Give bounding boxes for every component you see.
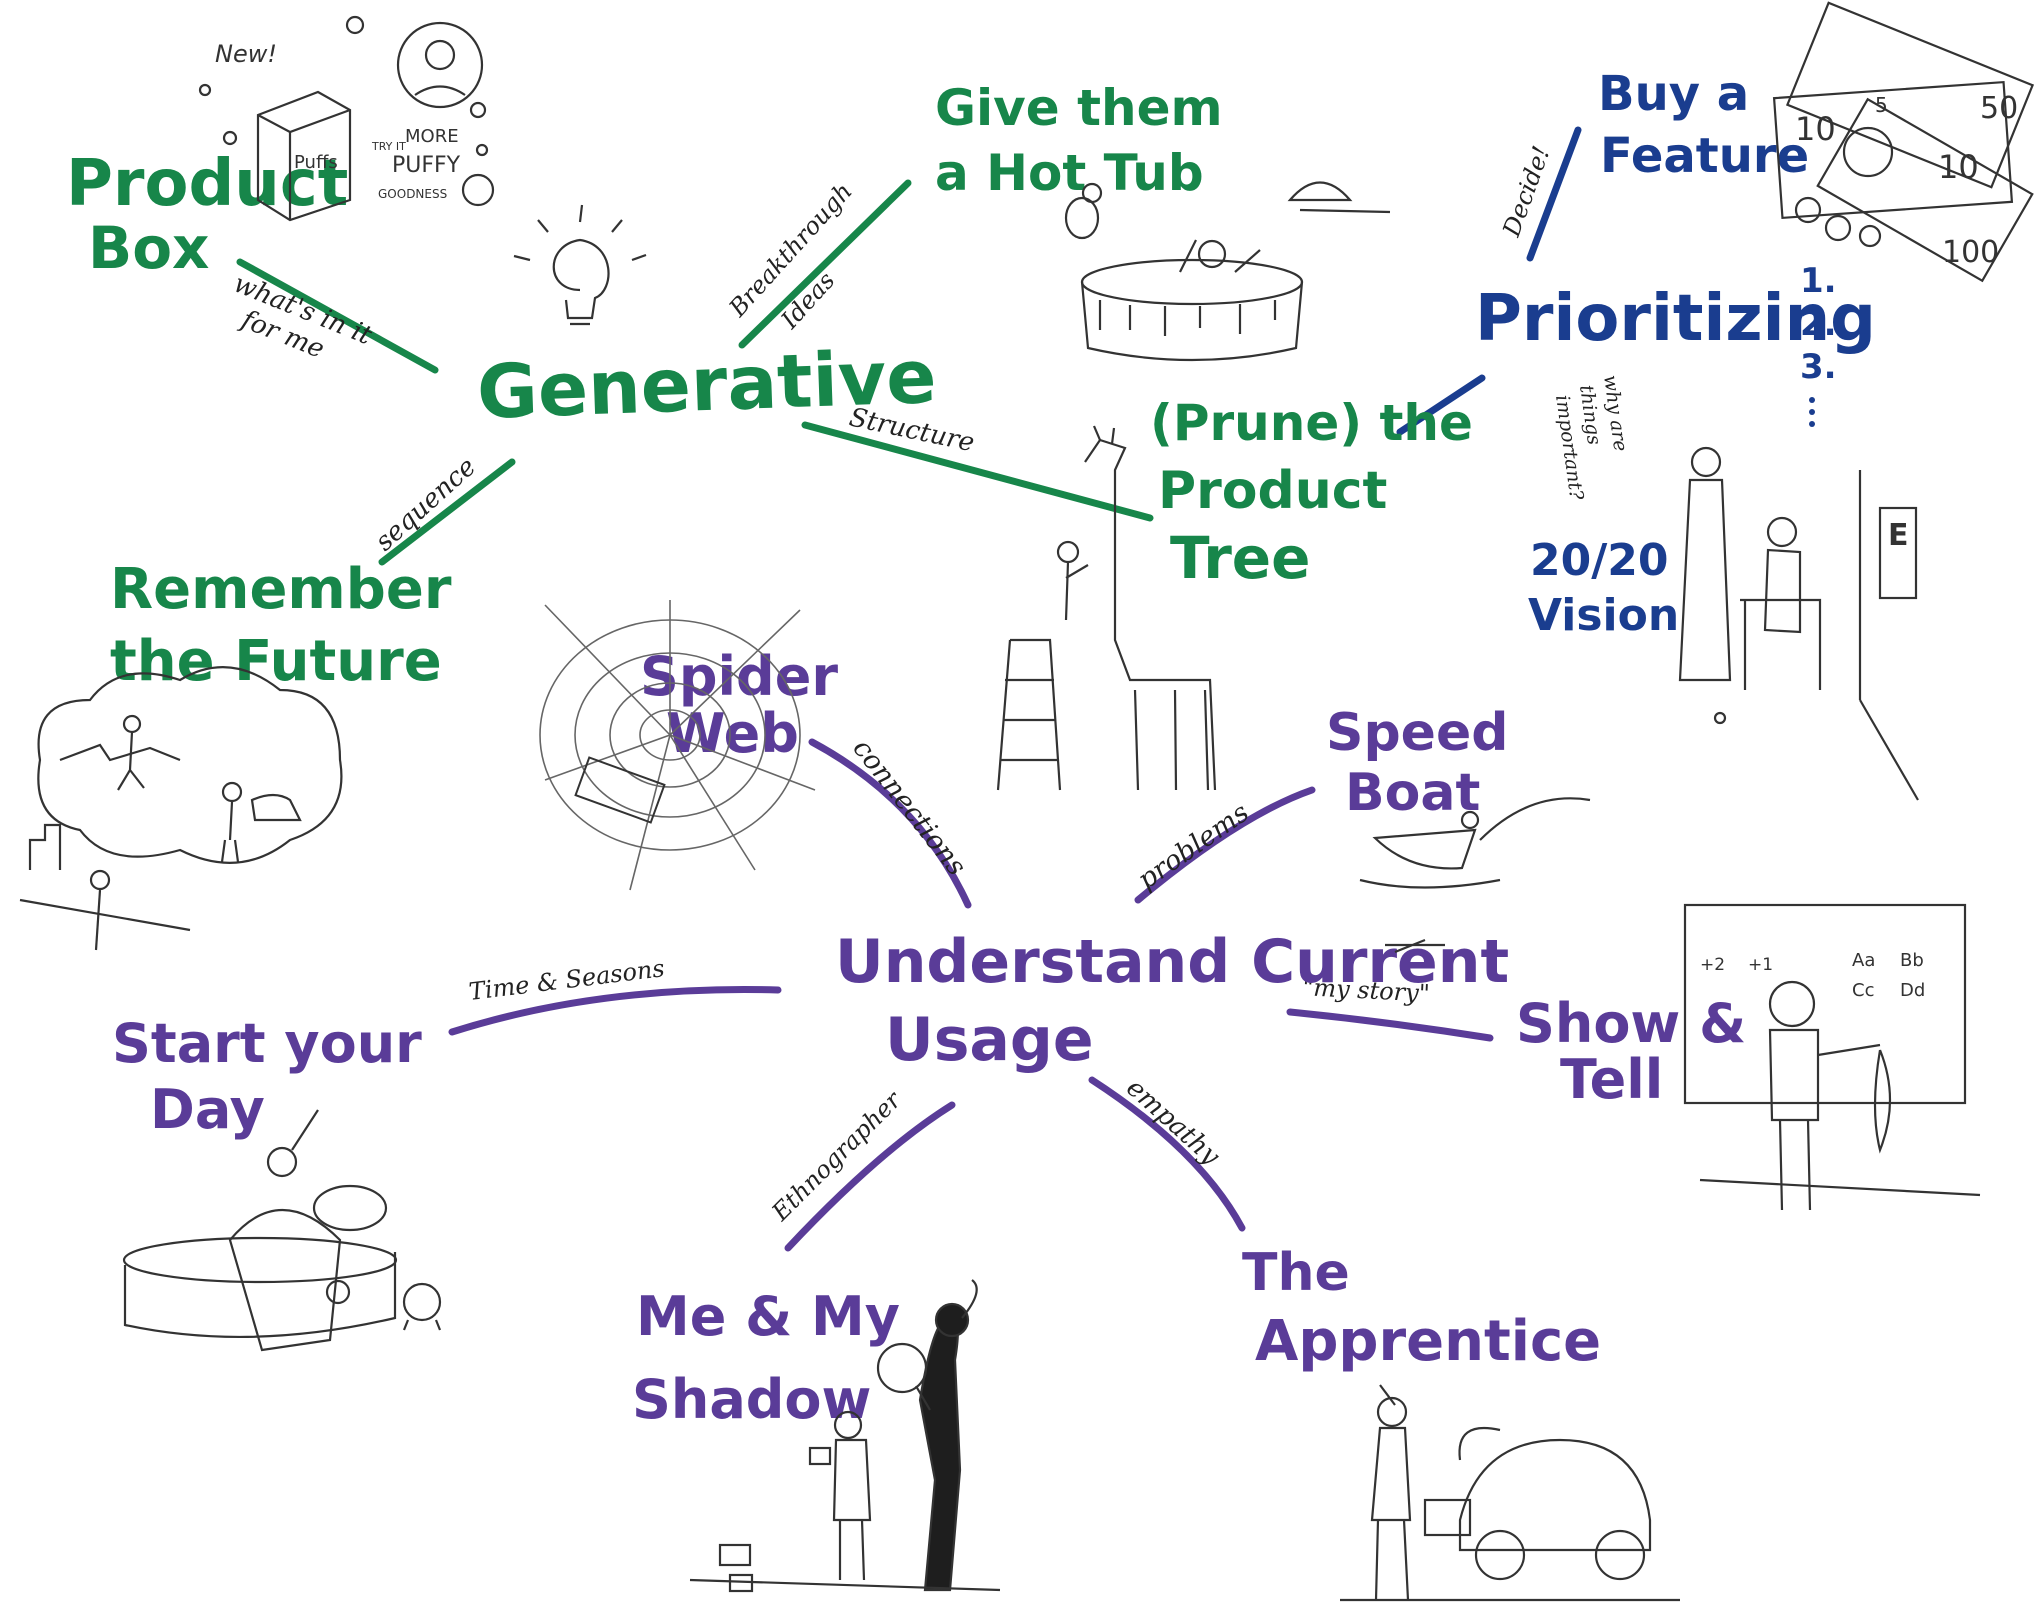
- line-prioritizing: [1396, 374, 1486, 436]
- node-product-box-line2[interactable]: Box: [88, 214, 209, 282]
- list-mark-1: 1.: [1800, 261, 1837, 301]
- node-spider-web-line1[interactable]: Spider: [640, 645, 838, 708]
- eye-chart-letter: E: [1888, 518, 1909, 553]
- node-speed-boat-line1[interactable]: Speed: [1326, 703, 1508, 763]
- node-buy-feature-line2[interactable]: Feature: [1600, 128, 1809, 184]
- node-apprentice-line1[interactable]: The: [1242, 1243, 1350, 1303]
- line-product-box: [236, 258, 439, 374]
- line-start: [448, 986, 782, 1036]
- line-buy-feature: [1526, 126, 1582, 262]
- edge-label-sequence: sequence: [370, 452, 482, 557]
- hot-tub-illustration: [1064, 181, 1391, 362]
- list-dot-3: [1809, 421, 1815, 427]
- node-prioritizing[interactable]: Prioritizing: [1475, 282, 1876, 356]
- list-mark-3: 3.: [1800, 347, 1837, 387]
- money-illustration: 10 10 50 100 5: [1772, 1, 2035, 283]
- node-start-day-line1[interactable]: Start your: [112, 1012, 422, 1075]
- node-titles: Generative Product Box Give them a Hot T…: [66, 66, 1876, 1431]
- speed-boat-illustration: [1359, 711, 1727, 954]
- bill-50-text: 50: [1980, 91, 2018, 126]
- remember-future-illustration: [19, 666, 343, 951]
- node-remember-line2[interactable]: the Future: [110, 629, 442, 694]
- node-product-box-line1[interactable]: Product: [66, 147, 348, 221]
- node-prune-line1[interactable]: (Prune) the: [1150, 394, 1473, 452]
- chalk-cc: Cc: [1852, 980, 1874, 1001]
- node-apprentice-line2[interactable]: Apprentice: [1255, 1309, 1601, 1374]
- lightbulb-icon: [513, 204, 647, 326]
- edge-label-my-story: "my story": [1302, 973, 1431, 1008]
- bed-illustration: [122, 1109, 442, 1352]
- node-understand-line1[interactable]: Understand Current: [835, 927, 1509, 997]
- line-show: [1286, 1008, 1494, 1042]
- show-tell-illustration: +2 +1 Aa Bb Cc Dd: [1683, 903, 1981, 1211]
- list-dot-1: [1809, 397, 1815, 403]
- product-box-brand-text: Puffs: [294, 152, 338, 173]
- list-dot-2: [1809, 409, 1815, 415]
- node-show-tell-line2[interactable]: Tell: [1560, 1048, 1663, 1111]
- apprentice-illustration: [1340, 1384, 1680, 1602]
- node-show-tell-line1[interactable]: Show &: [1516, 992, 1746, 1055]
- product-box-goodness-text: GOODNESS: [378, 187, 447, 201]
- node-hot-tub-line2[interactable]: a Hot Tub: [935, 144, 1204, 202]
- connectors: [236, 126, 1582, 1252]
- line-spider: [808, 738, 972, 909]
- bill-10-text: 10: [1795, 110, 1836, 148]
- product-box-burst-text: TRY IT: [371, 140, 406, 153]
- bill-5-text: 5: [1875, 93, 1888, 117]
- node-understand-line2[interactable]: Usage: [885, 1005, 1094, 1075]
- edge-label-problems: problems: [1132, 797, 1254, 896]
- list-mark-2: 2.: [1800, 304, 1837, 344]
- node-prune-line2[interactable]: Product: [1158, 461, 1387, 521]
- product-box-illustration: New! Puffs TRY IT MORE PUFFY GOODNESS: [198, 15, 495, 222]
- node-buy-feature-line1[interactable]: Buy a: [1598, 66, 1749, 122]
- chalk-aa: Aa: [1852, 950, 1875, 971]
- node-speed-boat-line2[interactable]: Boat: [1345, 763, 1480, 823]
- line-hot-tub: [738, 179, 912, 349]
- node-remember-line1[interactable]: Remember: [110, 557, 452, 622]
- chalk-math-2: +1: [1748, 955, 1773, 975]
- chalk-bb: Bb: [1900, 950, 1924, 971]
- line-shadow: [784, 1101, 956, 1252]
- product-box-new-text: New!: [215, 40, 277, 68]
- chalk-dd: Dd: [1900, 980, 1925, 1001]
- node-shadow-line1[interactable]: Me & My: [636, 1285, 900, 1348]
- product-box-puffy-text: PUFFY: [392, 153, 461, 178]
- line-prune: [801, 421, 1154, 522]
- line-apprentice: [1088, 1076, 1246, 1232]
- node-prune-line3[interactable]: Tree: [1170, 524, 1310, 592]
- shadow-illustration: [689, 1279, 1001, 1593]
- edge-label-decide: Decide!: [1497, 142, 1556, 241]
- line-speed: [1134, 786, 1316, 904]
- node-vision-line1[interactable]: 20/20: [1530, 535, 1669, 586]
- chalk-math-1: +2: [1700, 955, 1725, 975]
- spider-web-illustration: [539, 600, 816, 891]
- eye-exam-illustration: E: [1678, 446, 1919, 801]
- node-shadow-line2[interactable]: Shadow: [632, 1368, 871, 1431]
- edge-label-empathy: empathy: [1120, 1073, 1225, 1172]
- line-remember: [378, 458, 516, 566]
- product-box-more-text: MORE: [405, 126, 459, 147]
- node-vision-line2[interactable]: Vision: [1528, 590, 1679, 641]
- bill-10b-text: 10: [1938, 148, 1979, 186]
- node-hot-tub-line1[interactable]: Give them: [935, 79, 1223, 137]
- node-start-day-line2[interactable]: Day: [150, 1078, 265, 1141]
- node-generative[interactable]: Generative: [476, 334, 938, 436]
- edge-label-connections: connections: [846, 733, 972, 882]
- bill-100-text: 100: [1942, 235, 1999, 270]
- giraffe-illustration: [996, 425, 1217, 791]
